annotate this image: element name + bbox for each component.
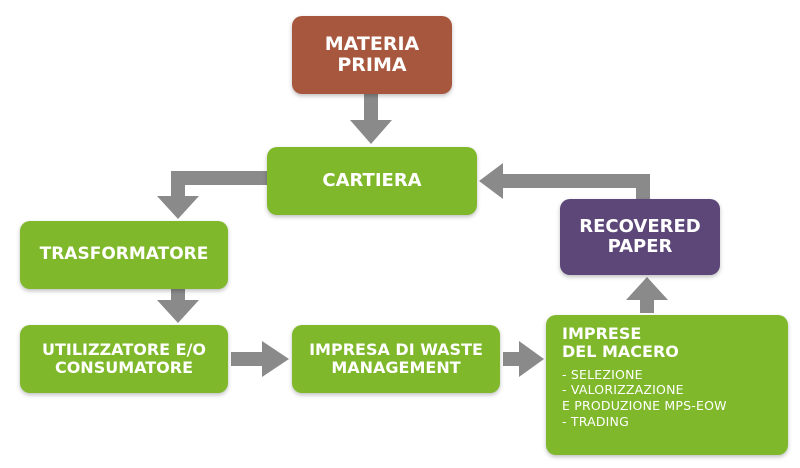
node-imprese-macero-title: IMPRESE DEL MACERO [562, 324, 679, 362]
node-materia-prima: MATERIA PRIMA [292, 16, 452, 94]
node-recovered-paper: RECOVERED PAPER [560, 199, 720, 275]
macero-item-trading: - TRADING [562, 413, 629, 429]
node-cartiera-label: CARTIERA [322, 169, 422, 191]
node-utilizzatore: UTILIZZATORE E/O CONSUMATORE [20, 325, 228, 393]
macero-item-selezione: - SELEZIONE [562, 366, 643, 382]
node-imprese-macero: IMPRESE DEL MACERO - SELEZIONE - VALORIZ… [546, 315, 788, 455]
node-cartiera: CARTIERA [267, 147, 477, 215]
arrow-trasformatore-to-utilizzatore [157, 289, 199, 323]
node-trasformatore: TRASFORMATORE [20, 221, 228, 289]
arrow-utilizzatore-to-waste [231, 341, 289, 377]
node-recovered-paper-label: RECOVERED PAPER [579, 215, 701, 257]
node-trasformatore-label: TRASFORMATORE [39, 244, 209, 265]
arrow-recovered-to-cartiera [479, 163, 650, 199]
node-waste-management-label: IMPRESA DI WASTE MANAGEMENT [309, 340, 483, 377]
node-waste-management: IMPRESA DI WASTE MANAGEMENT [292, 325, 500, 393]
arrow-waste-to-macero [503, 341, 544, 377]
macero-activity-list: - SELEZIONE - VALORIZZAZIONE E PRODUZION… [562, 367, 778, 430]
arrow-materia-to-cartiera [350, 94, 392, 144]
arrow-macero-to-recovered [626, 277, 668, 313]
arrow-cartiera-to-trasformatore [157, 171, 267, 219]
macero-item-valorizzazione: - VALORIZZAZIONE E PRODUZIONE MPS-EOW [562, 382, 727, 414]
node-materia-prima-label: MATERIA PRIMA [324, 32, 420, 76]
node-utilizzatore-label: UTILIZZATORE E/O CONSUMATORE [41, 340, 207, 377]
